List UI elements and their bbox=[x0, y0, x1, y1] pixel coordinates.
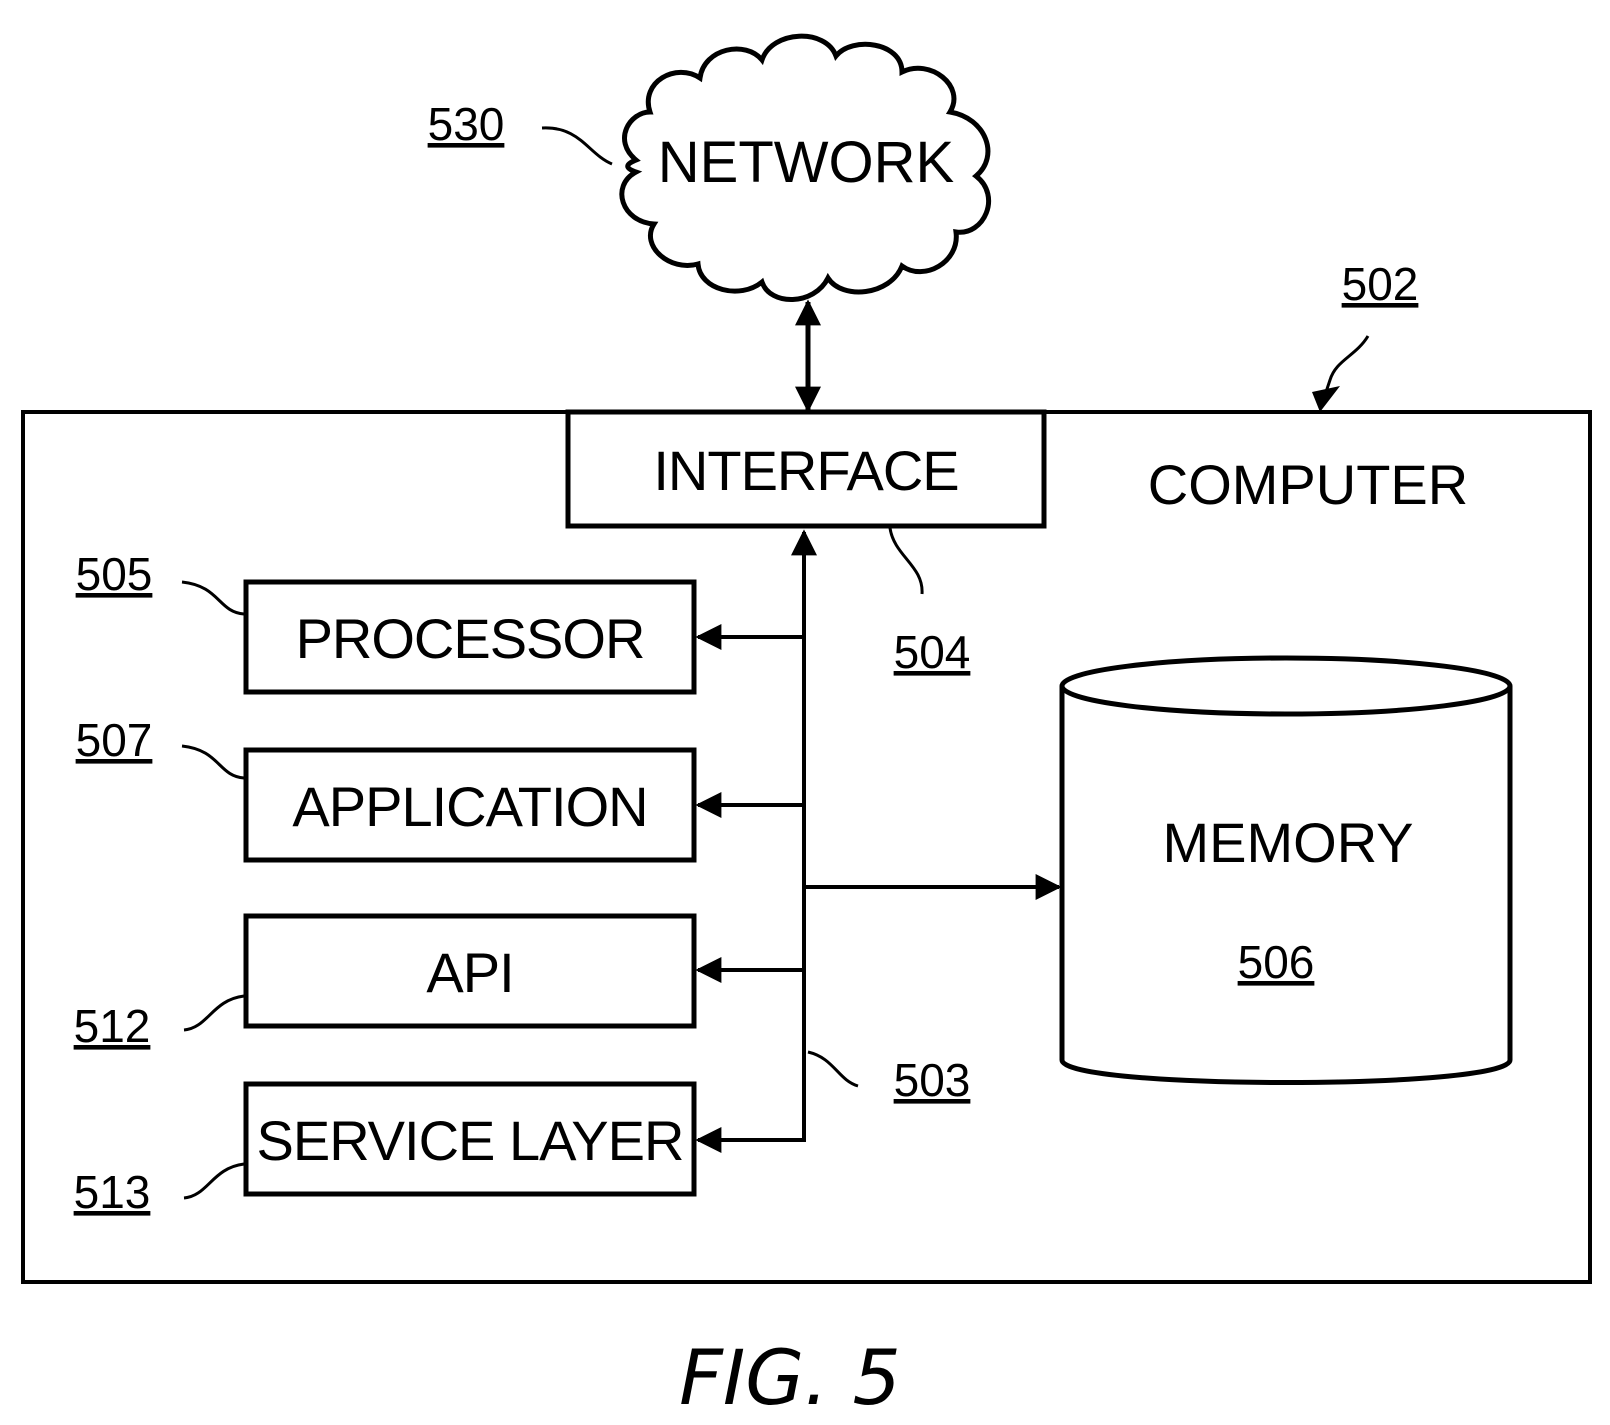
bus-leader-line bbox=[808, 1052, 858, 1086]
processor-box: PROCESSOR bbox=[246, 582, 694, 692]
service-layer-leader-line bbox=[184, 1164, 244, 1198]
interface-label: INTERFACE bbox=[653, 439, 958, 502]
processor-leader-line bbox=[182, 582, 244, 614]
network-cloud: NETWORK bbox=[622, 36, 989, 299]
network-label: NETWORK bbox=[658, 130, 955, 195]
interface-leader-line bbox=[890, 528, 922, 594]
processor-ref: 505 bbox=[76, 548, 153, 600]
network-leader-line bbox=[542, 128, 612, 164]
application-ref: 507 bbox=[76, 714, 153, 766]
interface-box: INTERFACE bbox=[568, 412, 1044, 526]
application-label: APPLICATION bbox=[292, 775, 647, 838]
service-layer-ref: 513 bbox=[74, 1166, 151, 1218]
computer-ref-arrowhead bbox=[1312, 386, 1340, 412]
memory-label: MEMORY bbox=[1163, 811, 1414, 874]
application-leader-line bbox=[182, 746, 244, 778]
interface-ref: 504 bbox=[894, 626, 971, 678]
service-layer-box: SERVICE LAYER bbox=[246, 1084, 694, 1194]
computer-ref: 502 bbox=[1342, 258, 1419, 310]
bus-service-layer-arrow bbox=[698, 1136, 804, 1140]
processor-label: PROCESSOR bbox=[296, 607, 645, 670]
api-box: API bbox=[246, 916, 694, 1026]
service-layer-label: SERVICE LAYER bbox=[257, 1109, 684, 1172]
api-ref: 512 bbox=[74, 1000, 151, 1052]
figure-caption: FIG. 5 bbox=[679, 1333, 901, 1422]
bus-ref: 503 bbox=[894, 1054, 971, 1106]
memory-cylinder: MEMORY 506 bbox=[1062, 658, 1510, 1083]
network-ref: 530 bbox=[428, 98, 505, 150]
application-box: APPLICATION bbox=[246, 750, 694, 860]
computer-label: COMPUTER bbox=[1148, 453, 1468, 516]
memory-ref: 506 bbox=[1238, 936, 1315, 988]
api-leader-line bbox=[184, 996, 244, 1030]
api-label: API bbox=[426, 941, 513, 1004]
